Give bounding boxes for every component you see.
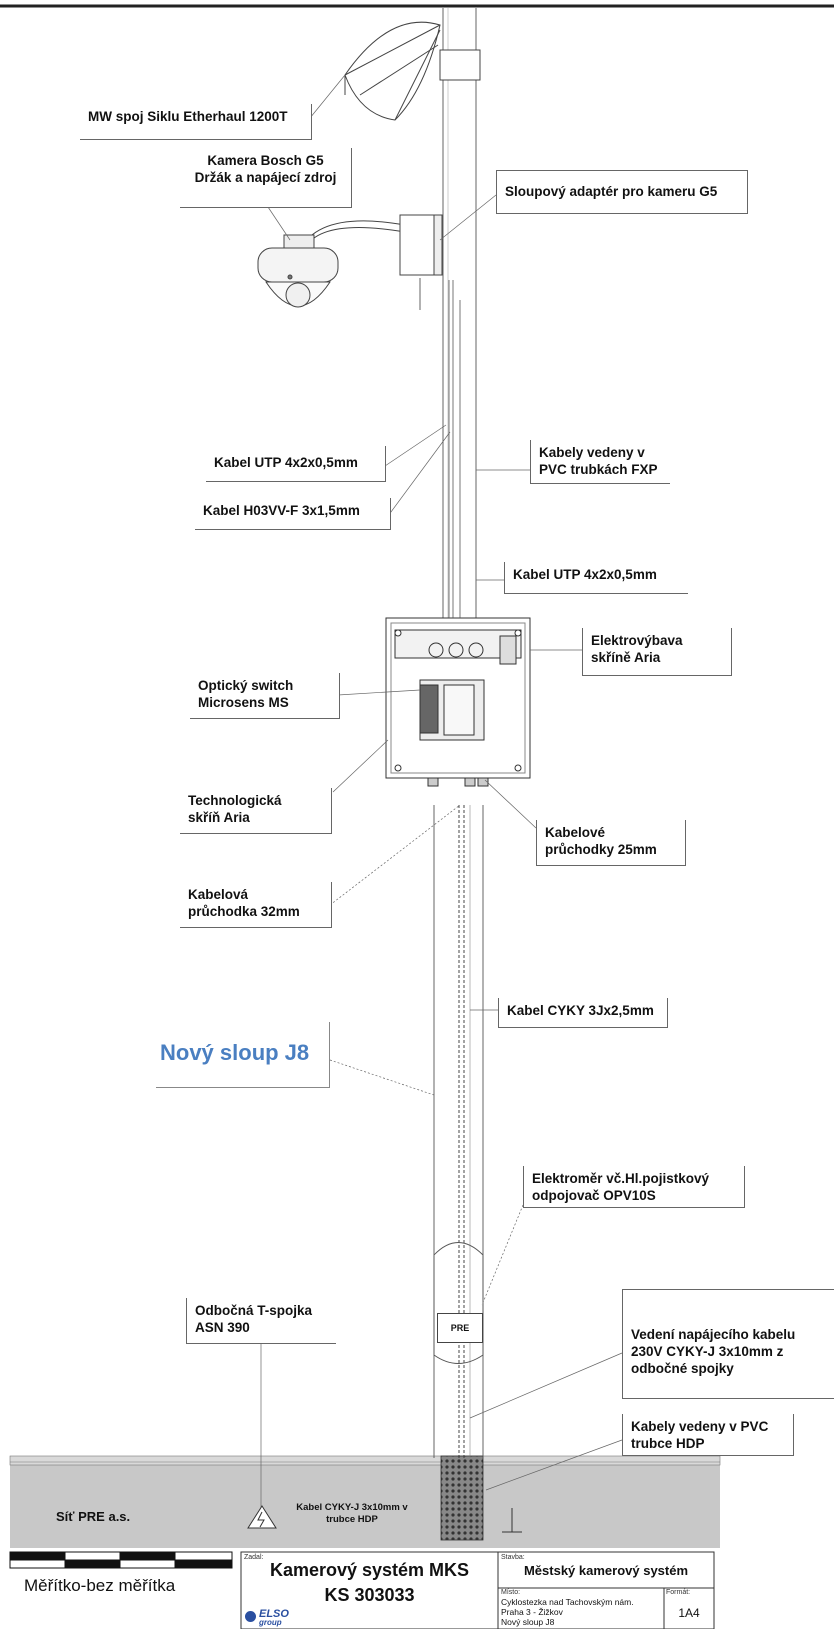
label-cable-gland-32: Kabelová průchodka 32mm bbox=[180, 882, 332, 928]
meter-box-pre: PRE bbox=[437, 1313, 483, 1343]
tb-title-line2: KS 303033 bbox=[324, 1585, 415, 1605]
tb-client-caption: Zadal: bbox=[244, 1554, 264, 1561]
elso-logo-icon bbox=[245, 1611, 256, 1622]
label-utp-cable-lower: Kabel UTP 4x2x0,5mm bbox=[504, 562, 688, 594]
label-mw-link: MW spoj Siklu Etherhaul 1200T bbox=[80, 104, 312, 140]
ground-area bbox=[9, 1455, 721, 1548]
label-utp-cable-upper: Kabel UTP 4x2x0,5mm bbox=[206, 446, 386, 482]
tb-place-line3: Nový sloup J8 bbox=[501, 1617, 555, 1627]
label-h03vv-cable: Kabel H03VV-F 3x1,5mm bbox=[195, 498, 391, 530]
leader-lines bbox=[257, 74, 623, 1510]
label-pre-network: Síť PRE a.s. bbox=[56, 1509, 131, 1524]
ground-fill bbox=[10, 1462, 720, 1548]
label-hdp-pipe: Kabely vedeny v PVC trubce HDP bbox=[622, 1414, 794, 1456]
tb-building: Městský kamerový systém bbox=[523, 1563, 689, 1578]
title-block-frame bbox=[240, 1551, 715, 1629]
label-pvc-fxp: Kabely vedeny v PVC trubkách FXP bbox=[530, 440, 670, 484]
camera-bosch bbox=[257, 214, 443, 310]
elso-logo: ELSO group bbox=[245, 1608, 315, 1628]
label-electricity-meter: Elektroměr vč.Hl.pojistkový odpojovač OP… bbox=[523, 1166, 745, 1208]
label-cyky-cable: Kabel CYKY 3Jx2,5mm bbox=[498, 998, 668, 1028]
label-power-supply-route: Vedení napájecího kabelu 230V CYKY-J 3x1… bbox=[622, 1289, 834, 1399]
tb-format-caption: Formát: bbox=[666, 1589, 691, 1596]
tb-format: 1A4 bbox=[678, 1606, 700, 1620]
scale-bar bbox=[9, 1551, 233, 1569]
label-t-joint: Odbočná T-spojka ASN 390 bbox=[186, 1298, 336, 1344]
pole bbox=[433, 8, 484, 1458]
label-camera: Kamera Bosch G5 Držák a napájecí zdroj bbox=[180, 148, 352, 208]
elso-logo-subtext: group bbox=[259, 1618, 282, 1627]
tb-place-line1: Cyklostezka nad Tachovským nám. bbox=[501, 1597, 634, 1607]
scale-label: Měřítko-bez měřítka bbox=[24, 1576, 176, 1595]
elso-logo-text: ELSO bbox=[259, 1608, 289, 1620]
tb-building-caption: Stavba: bbox=[501, 1554, 525, 1561]
pole-foundation bbox=[440, 1455, 484, 1541]
earthing-symbol bbox=[502, 1508, 522, 1533]
tb-place-line2: Praha 3 - Žižkov bbox=[501, 1607, 563, 1617]
label-pole-adapter: Sloupový adaptér pro kameru G5 bbox=[496, 170, 748, 214]
ground-surface-strip bbox=[9, 1455, 721, 1466]
label-cyky-j-cable: Kabel CYKY-J 3x10mm v trubce HDP bbox=[296, 1502, 408, 1525]
tb-place-caption: Místo: bbox=[501, 1589, 521, 1596]
tb-title-line1: Kamerový systém MKS bbox=[269, 1560, 470, 1580]
label-technology-cabinet: Technologická skříň Aria bbox=[180, 788, 332, 834]
label-cable-glands-25: Kabelové průchodky 25mm bbox=[536, 820, 686, 866]
cabinet-aria bbox=[385, 617, 531, 787]
label-new-pole: Nový sloup J8 bbox=[156, 1022, 330, 1088]
label-optical-switch: Optický switch Microsens MS bbox=[190, 673, 340, 719]
label-cabinet-equipment: Elektrovýbava skříně Aria bbox=[582, 628, 732, 676]
mw-dish bbox=[344, 21, 481, 121]
t-joint-symbol bbox=[247, 1505, 277, 1529]
